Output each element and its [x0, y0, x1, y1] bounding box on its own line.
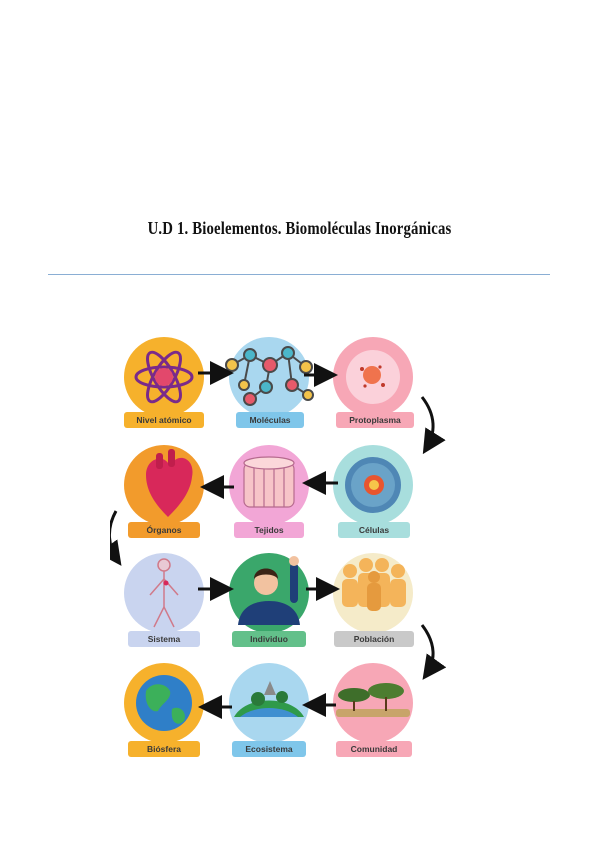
level-tag: [128, 631, 200, 647]
level-biosfera: Biósfera: [124, 663, 204, 757]
level-tag: [232, 631, 306, 647]
arrow-down: [420, 396, 446, 455]
arrow-down: [420, 624, 447, 680]
person-icon: [238, 556, 300, 625]
level-label: Tejidos: [254, 525, 283, 535]
level-label: Células: [359, 525, 390, 535]
arrow-down: [110, 510, 122, 566]
circulatory-system-icon: [149, 558, 179, 628]
atom-icon: [134, 350, 194, 404]
level-tag: [128, 522, 200, 538]
ecosystem-icon: [234, 681, 304, 717]
level-poblacion: Población: [333, 553, 414, 647]
level-moleculas: Moléculas: [225, 337, 314, 428]
level-comunidad: Comunidad: [333, 663, 413, 757]
level-label: Biósfera: [147, 744, 181, 754]
level-tag: [234, 522, 304, 538]
level-nivel-atomico: Nivel atómico: [124, 337, 204, 428]
level-tag: [336, 741, 412, 757]
level-circle: [333, 663, 413, 743]
level-label: Ecosistema: [245, 744, 293, 754]
level-protoplasma: Protoplasma: [333, 337, 414, 428]
level-tag: [334, 631, 414, 647]
community-icon: [336, 683, 410, 717]
level-tag: [232, 741, 306, 757]
organization-levels-diagram: Nivel atómico Moléculas Protoplasma: [110, 325, 450, 775]
level-tag: [128, 741, 200, 757]
heart-organ-icon: [146, 449, 193, 517]
level-tejidos: Tejidos: [229, 445, 309, 538]
molecule-icon: [225, 346, 314, 406]
protoplasm-icon: [346, 350, 400, 404]
level-label: Nivel atómico: [136, 415, 191, 425]
level-ecosistema: Ecosistema: [229, 663, 309, 757]
population-icon: [342, 558, 406, 611]
level-tag: [124, 412, 204, 428]
cell-icon: [345, 457, 401, 513]
level-tag: [338, 522, 410, 538]
level-individuo: Individuo: [229, 553, 309, 647]
level-label: Protoplasma: [349, 415, 401, 425]
level-label: Individuo: [250, 634, 288, 644]
level-label: Sistema: [148, 634, 181, 644]
level-organos: Órganos: [124, 445, 204, 538]
level-label: Comunidad: [351, 744, 398, 754]
level-label: Moléculas: [249, 415, 290, 425]
earth-icon: [136, 675, 192, 731]
level-sistema: Sistema: [124, 553, 204, 647]
level-tag: [236, 412, 304, 428]
level-label: Población: [354, 634, 395, 644]
level-celulas: Células: [333, 445, 413, 538]
tissue-icon: [243, 456, 295, 508]
level-tag: [336, 412, 414, 428]
level-circle: [229, 337, 309, 417]
title-divider: [48, 274, 550, 275]
level-label: Órganos: [147, 524, 182, 535]
page-title: U.D 1. Bioelementos. Biomoléculas Inorgá…: [147, 218, 452, 238]
